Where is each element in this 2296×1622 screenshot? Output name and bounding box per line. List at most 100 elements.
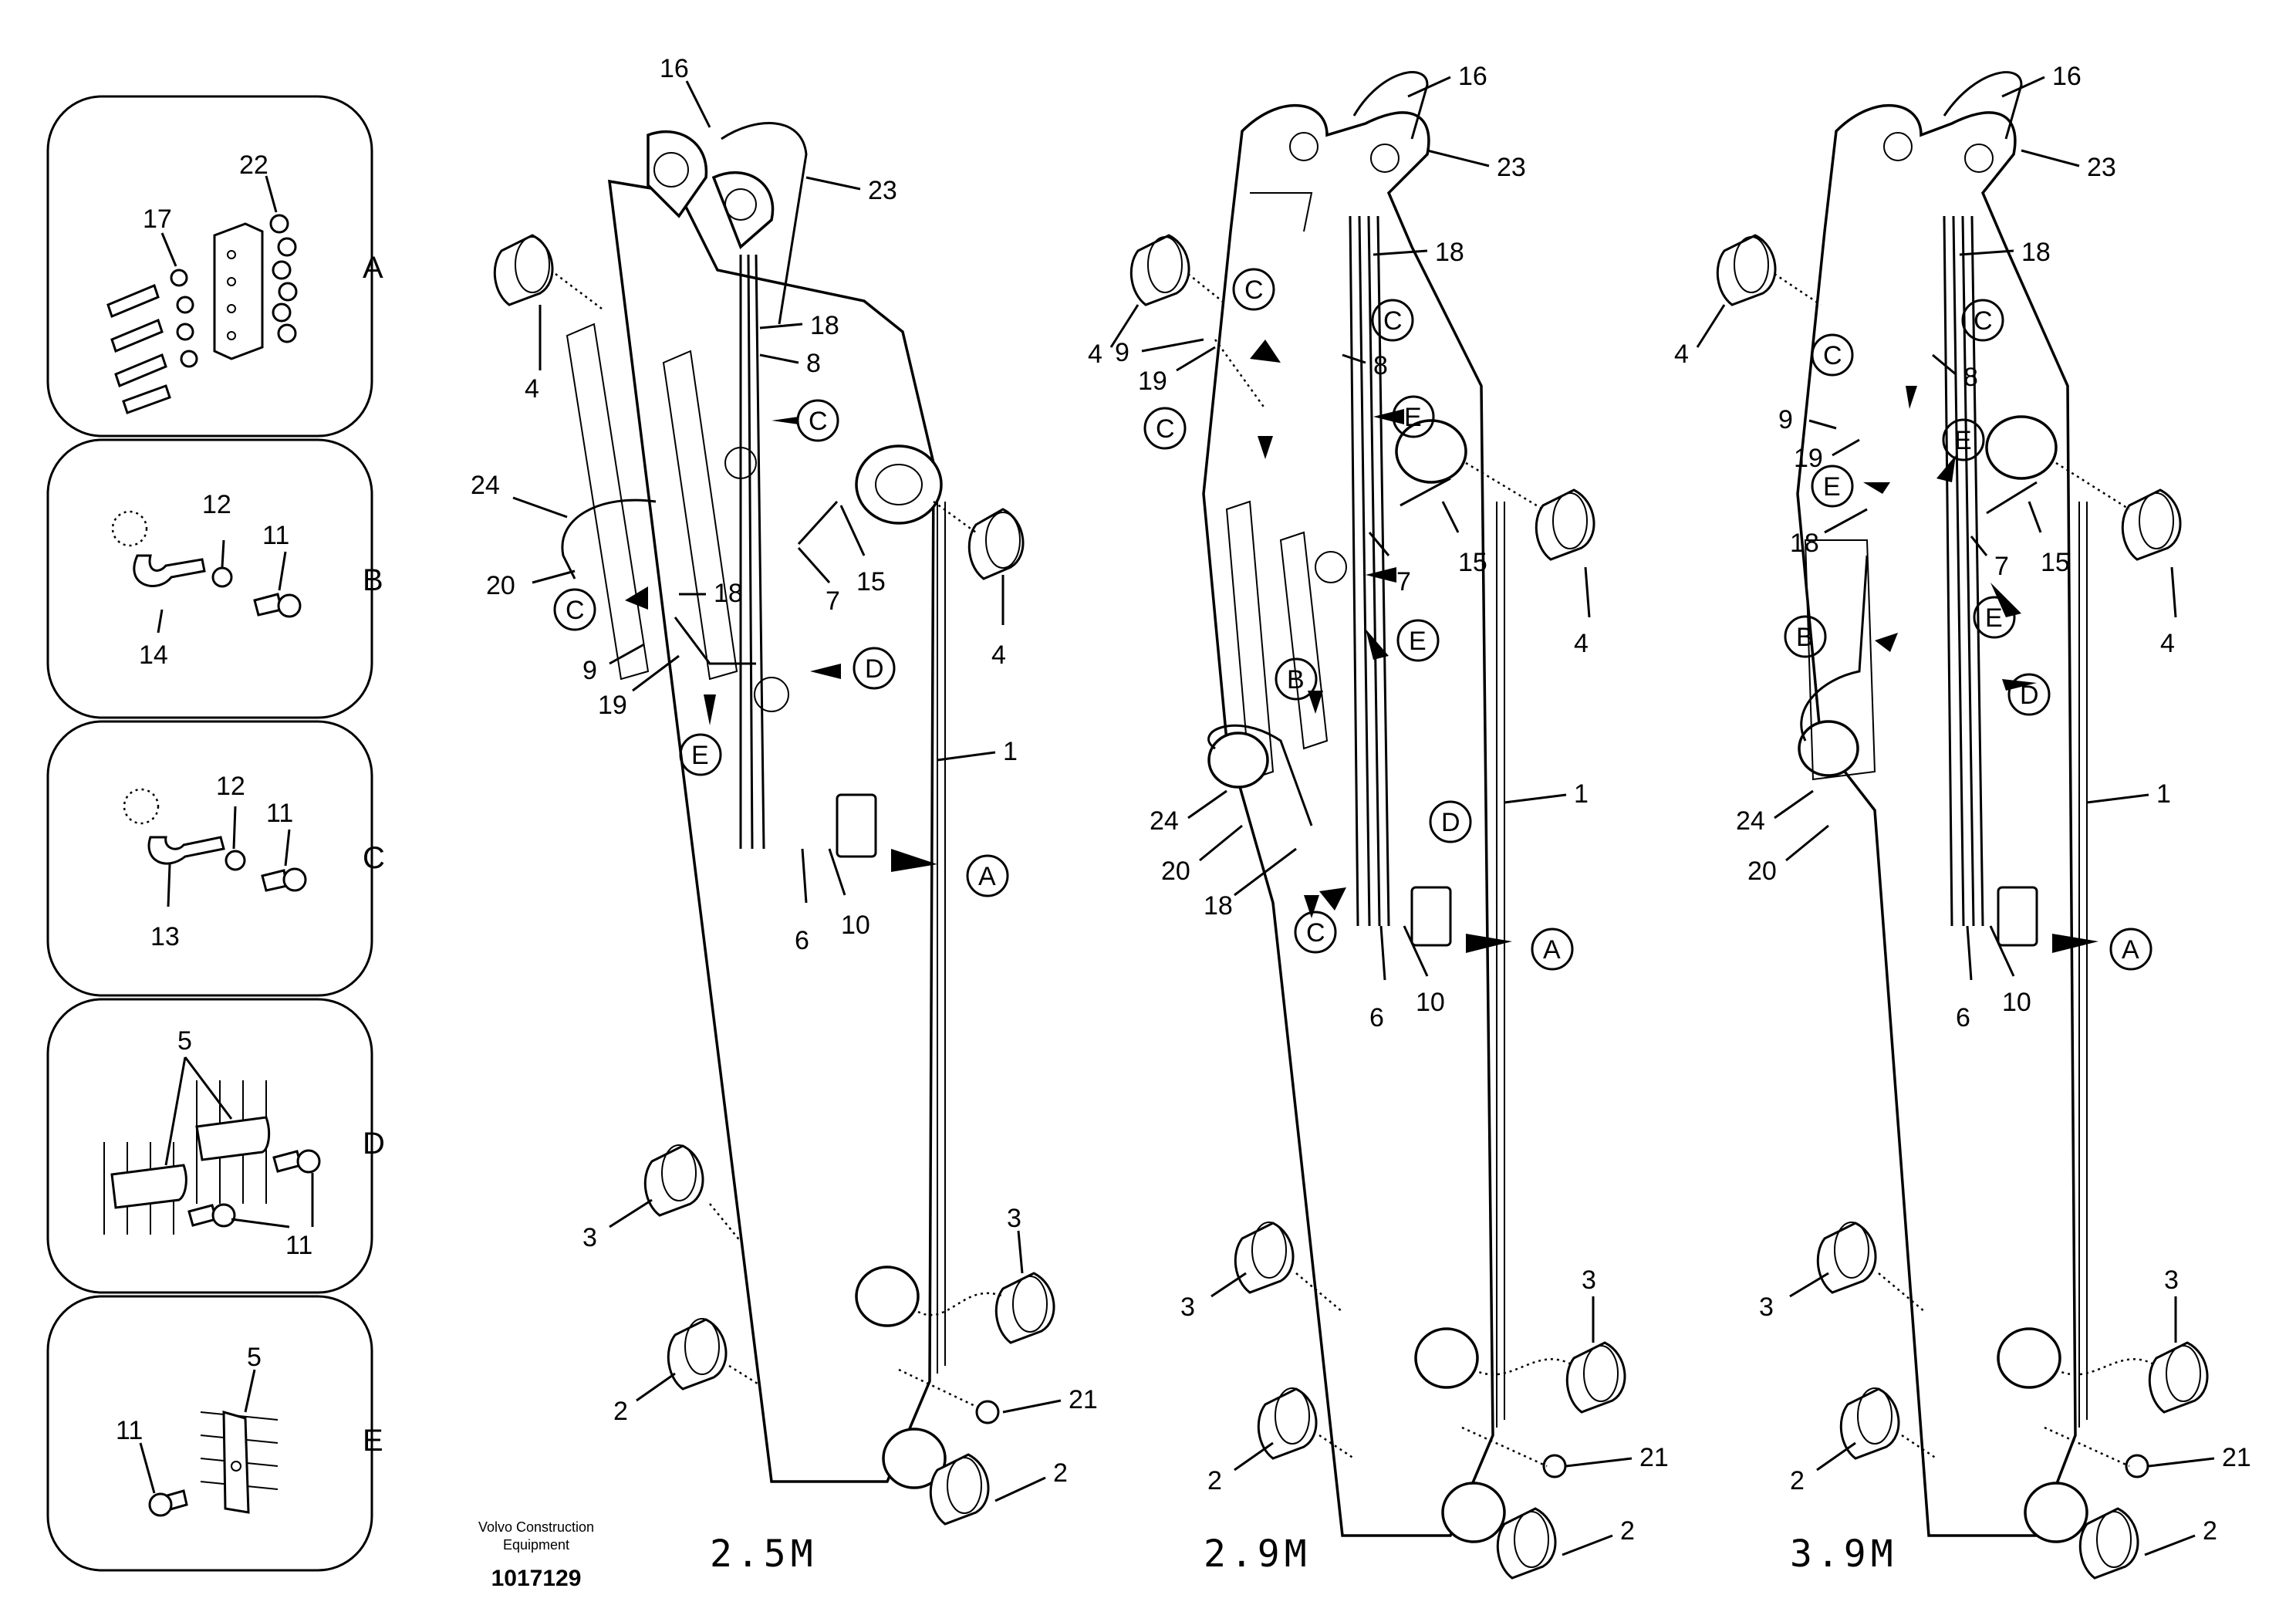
- callout-a-1: A: [966, 854, 1009, 897]
- svg-text:A: A: [2122, 935, 2139, 965]
- callout-c-2: C: [1232, 268, 1275, 311]
- callout-e-1: E: [1392, 395, 1435, 438]
- part-label-10: 10: [841, 911, 870, 940]
- callout-c-1: C: [796, 399, 839, 442]
- callout-c-1: C: [1371, 299, 1414, 342]
- part-label-9: 9: [582, 656, 597, 685]
- part-label-14: 14: [139, 640, 168, 670]
- panel-letter-d: D: [363, 1127, 385, 1161]
- detail-panel-c: C 12 11 13: [46, 720, 385, 997]
- part-label-9: 9: [1778, 405, 1793, 434]
- arm-body: [1796, 104, 2088, 1543]
- bushing-3-left: [1234, 1222, 1295, 1294]
- part-label-2: 2: [1207, 1466, 1222, 1495]
- part-label-20: 20: [1161, 857, 1190, 886]
- part-label-7: 7: [826, 586, 840, 616]
- part-label-6: 6: [795, 926, 809, 955]
- callout-c-2: C: [553, 588, 596, 631]
- bushing-3-left: [1816, 1222, 1877, 1294]
- bushing-4-right: [1535, 488, 1595, 561]
- part-label-2: 2: [1790, 1466, 1805, 1495]
- svg-text:C: C: [1974, 306, 1993, 336]
- hose-clamp-b-part: [111, 510, 302, 618]
- part-label-24: 24: [1736, 806, 1765, 836]
- svg-text:C: C: [1823, 341, 1842, 370]
- part-label-5: 5: [177, 1026, 192, 1056]
- tube-clamps-d-part: [103, 1080, 321, 1235]
- callout-c-3: C: [1143, 407, 1187, 450]
- bolt-set-part: [106, 269, 198, 414]
- part-label-20: 20: [486, 571, 515, 600]
- svg-text:A: A: [1543, 935, 1561, 965]
- part-label-9: 9: [1115, 338, 1129, 367]
- part-label-2: 2: [2203, 1516, 2217, 1546]
- part-label-21: 21: [1639, 1443, 1669, 1472]
- part-label-18: 18: [714, 579, 743, 608]
- svg-text:E: E: [691, 741, 709, 770]
- svg-text:C: C: [566, 596, 585, 625]
- panel-letter-c: C: [363, 841, 385, 875]
- hose-clamp-c-part: [123, 788, 307, 892]
- variant-title: 2.5M: [710, 1532, 818, 1576]
- part-label-11: 11: [266, 799, 293, 828]
- part-label-4: 4: [991, 640, 1006, 670]
- arm-variant-3-9m: C C E E E B D A 16 23 18 8 9 19 18 4 7 1…: [1674, 62, 2251, 1580]
- part-label-15: 15: [2041, 548, 2070, 577]
- part-label-23: 23: [1497, 153, 1526, 182]
- bushing-4-left: [1129, 234, 1190, 306]
- part-label-3: 3: [1007, 1204, 1021, 1233]
- part-label-8: 8: [1963, 363, 1978, 392]
- brand-line-2: Equipment: [503, 1537, 569, 1553]
- panel-letter-a: A: [363, 251, 383, 285]
- bushing-4-right: [967, 508, 1025, 580]
- variant-title: 2.9M: [1204, 1532, 1312, 1576]
- callout-b-1: B: [1275, 657, 1318, 701]
- part-label-18: 18: [810, 311, 839, 340]
- svg-text:C: C: [1244, 275, 1264, 305]
- arm-body: [566, 130, 947, 1489]
- callout-a-1: A: [2109, 928, 2152, 971]
- part-number: 1017129: [491, 1566, 582, 1591]
- part-label-11: 11: [285, 1231, 312, 1260]
- bushing-2-right: [2078, 1507, 2139, 1580]
- part-label-7: 7: [1994, 552, 2009, 581]
- part-label-4: 4: [1574, 629, 1589, 658]
- part-label-18: 18: [1435, 238, 1464, 267]
- bushing-4-left: [493, 234, 554, 306]
- part-label-11: 11: [262, 521, 289, 550]
- part-label-11: 11: [116, 1416, 143, 1445]
- part-label-1: 1: [2156, 779, 2171, 809]
- bushing-3-right: [994, 1272, 1055, 1344]
- svg-text:E: E: [1823, 472, 1841, 502]
- part-label-18: 18: [1790, 529, 1819, 558]
- part-label-13: 13: [150, 922, 180, 951]
- part-label-4: 4: [2160, 629, 2175, 658]
- part-label-6: 6: [1369, 1003, 1384, 1032]
- part-label-1: 1: [1003, 737, 1018, 766]
- part-label-20: 20: [1747, 857, 1777, 886]
- arm-body: [1202, 104, 1506, 1543]
- svg-text:B: B: [1796, 623, 1814, 652]
- bushing-3-right: [1565, 1341, 1626, 1414]
- part-label-19: 19: [1794, 444, 1823, 473]
- detail-panel-a: A 22 17: [46, 95, 383, 438]
- callout-e-1: E: [679, 733, 722, 776]
- part-label-15: 15: [1458, 548, 1487, 577]
- callout-c-1: C: [1961, 299, 2004, 342]
- tube-clamp-e-part: [148, 1411, 279, 1517]
- part-label-2: 2: [1053, 1458, 1068, 1488]
- part-label-5: 5: [247, 1343, 262, 1372]
- detail-panel-d: D 5 11: [46, 998, 385, 1294]
- part-label-8: 8: [1373, 351, 1388, 380]
- callout-e-3: E: [1973, 596, 2016, 639]
- svg-text:C: C: [1383, 306, 1403, 336]
- svg-text:E: E: [1409, 627, 1427, 656]
- variant-title: 3.9M: [1790, 1532, 1898, 1576]
- part-label-12: 12: [202, 490, 231, 519]
- part-label-6: 6: [1956, 1003, 1970, 1032]
- detail-panel-e: E 5 11: [46, 1295, 383, 1572]
- svg-text:A: A: [978, 862, 996, 891]
- bushing-4-right: [2121, 488, 2182, 561]
- bushing-2-left: [1839, 1387, 1900, 1460]
